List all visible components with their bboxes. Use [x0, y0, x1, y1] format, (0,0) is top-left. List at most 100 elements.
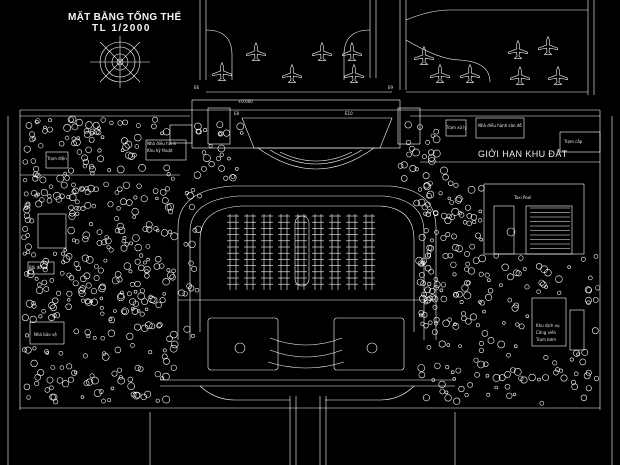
tree — [580, 256, 586, 262]
tree — [151, 123, 157, 130]
tree — [89, 128, 96, 135]
tree — [134, 144, 140, 149]
tree — [34, 276, 39, 281]
tree — [426, 249, 432, 255]
tree — [32, 171, 39, 178]
tree — [156, 323, 162, 329]
tree — [108, 247, 114, 253]
tree — [29, 315, 37, 324]
tree — [132, 215, 136, 219]
tree — [433, 277, 438, 282]
tree — [411, 148, 420, 157]
tree — [31, 252, 37, 258]
tree — [485, 373, 490, 378]
tree — [66, 272, 72, 278]
tree — [94, 264, 99, 269]
tree — [96, 129, 102, 136]
tree — [447, 317, 452, 322]
parking-row-5 — [295, 214, 307, 290]
tree — [439, 388, 446, 395]
tree — [196, 129, 202, 135]
tree — [51, 297, 59, 304]
tree — [120, 148, 125, 152]
tree — [428, 149, 435, 156]
tree — [432, 149, 441, 158]
tree — [85, 146, 92, 154]
tree — [459, 299, 464, 304]
tree — [75, 211, 80, 216]
tree — [98, 389, 104, 394]
tree — [580, 394, 588, 401]
tree — [440, 295, 447, 303]
tree — [462, 220, 468, 225]
tree — [216, 121, 224, 128]
aircraft-4 — [312, 41, 332, 61]
tree — [406, 151, 412, 158]
drawing-scale: TL 1/2000 — [92, 23, 151, 34]
tree — [484, 272, 490, 278]
tree — [144, 269, 149, 274]
tree — [91, 203, 97, 209]
tree — [555, 367, 560, 373]
tree — [139, 288, 145, 294]
tree — [88, 136, 95, 143]
tree — [47, 126, 53, 133]
tree — [35, 200, 43, 208]
tree — [93, 274, 100, 281]
tree — [423, 323, 429, 329]
tree — [106, 245, 111, 250]
tree — [78, 289, 86, 297]
tree — [420, 257, 427, 264]
gate-label-right-top: E9 — [388, 85, 394, 90]
tree — [542, 374, 549, 381]
tree — [466, 213, 473, 219]
tree — [478, 209, 483, 214]
label-right-top-c: Trạm cấp — [564, 139, 583, 144]
tree — [497, 340, 506, 349]
tree — [473, 357, 479, 363]
tree — [98, 284, 106, 293]
tree — [34, 373, 42, 381]
tree — [132, 152, 137, 158]
tree — [451, 233, 457, 240]
tree — [445, 232, 451, 237]
tree — [83, 272, 91, 280]
tree — [593, 375, 600, 382]
tree — [30, 190, 38, 197]
tree — [429, 288, 436, 295]
tree — [188, 204, 195, 211]
tree — [150, 296, 158, 304]
tree — [431, 295, 439, 303]
tree — [117, 292, 125, 300]
tree — [419, 294, 427, 303]
tree — [50, 304, 57, 312]
aircraft-7 — [414, 45, 434, 65]
tree — [63, 124, 72, 132]
tree — [141, 298, 148, 305]
tree — [524, 284, 530, 290]
tree — [30, 158, 36, 164]
tree — [160, 131, 164, 136]
tree — [466, 220, 472, 227]
tree — [26, 395, 31, 400]
tree — [446, 343, 451, 347]
tree — [472, 220, 477, 225]
tree — [512, 392, 517, 397]
tree — [188, 260, 194, 266]
tree — [133, 195, 138, 200]
tree — [544, 285, 548, 289]
tree — [162, 348, 167, 353]
tree — [155, 301, 162, 309]
tree — [569, 357, 574, 362]
tree — [433, 285, 439, 291]
tree — [143, 260, 147, 265]
tree — [114, 271, 122, 278]
tree — [42, 257, 50, 265]
tree — [134, 392, 141, 399]
tree — [37, 282, 42, 287]
tree — [136, 183, 142, 189]
tree — [434, 362, 441, 370]
tree — [202, 154, 211, 162]
tree — [23, 145, 31, 153]
tree — [140, 393, 148, 401]
